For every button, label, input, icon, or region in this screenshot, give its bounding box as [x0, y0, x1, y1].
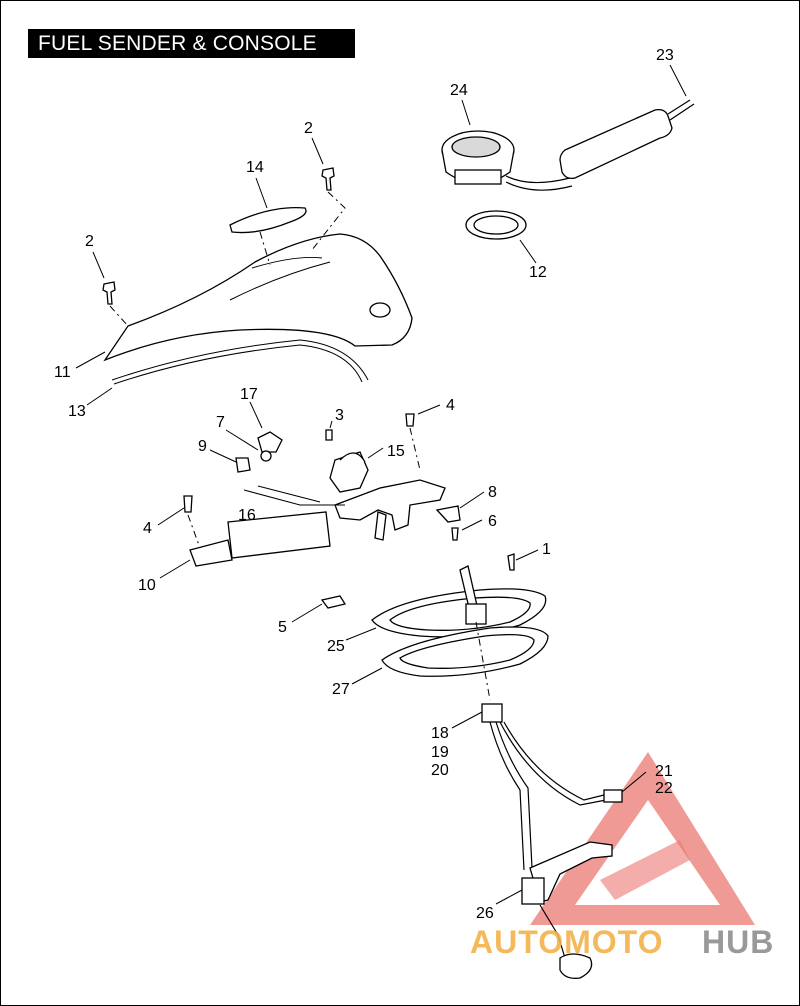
diagram-title: FUEL SENDER & CONSOLE [38, 32, 317, 55]
callout-1: 1 [542, 541, 551, 558]
callout-20: 20 [431, 762, 449, 779]
callout-3: 3 [335, 407, 344, 424]
title-banner: FUEL SENDER & CONSOLE [28, 29, 355, 58]
callout-16: 16 [238, 507, 256, 524]
callout-14: 14 [246, 159, 264, 176]
callout-26: 26 [476, 905, 494, 922]
callout-6: 6 [488, 513, 497, 530]
callout-8: 8 [488, 484, 497, 501]
watermark-right-text: HUB [702, 924, 774, 960]
callout-labels: 23 24 2 14 2 12 11 13 17 7 9 3 15 4 16 8… [54, 47, 674, 922]
callout-21: 21 [655, 763, 673, 780]
callout-10: 10 [138, 577, 156, 594]
callout-5: 5 [278, 619, 287, 636]
callout-18: 18 [431, 725, 449, 742]
fuel-level-sender [481, 703, 623, 979]
callout-27: 27 [332, 681, 350, 698]
callout-12: 12 [529, 264, 547, 281]
sender-flange-assembly [320, 553, 549, 701]
callout-9: 9 [198, 438, 207, 455]
callout-19: 19 [431, 744, 449, 761]
watermark-logo-triangle [530, 752, 755, 925]
callout-17: 17 [240, 386, 258, 403]
callout-15: 15 [387, 443, 405, 460]
callout-2-left: 2 [85, 233, 94, 250]
callout-25: 25 [327, 638, 345, 655]
callout-24: 24 [450, 82, 468, 99]
callout-13: 13 [68, 403, 86, 420]
watermark-left-text: AUTOMOTO [470, 924, 663, 960]
callout-11: 11 [54, 364, 71, 381]
callout-leaders [75, 64, 687, 905]
callout-22: 22 [655, 780, 673, 797]
watermark-text: AUTOMOTO HUB [470, 924, 774, 960]
callout-4-right: 4 [446, 397, 455, 414]
callout-2-top: 2 [304, 120, 313, 137]
callout-7: 7 [216, 414, 225, 431]
callout-4-left: 4 [143, 520, 152, 537]
fuel-gauge-assembly [441, 99, 695, 240]
console-assembly [102, 167, 413, 385]
bracket-assembly [183, 413, 461, 567]
callout-23: 23 [656, 47, 674, 64]
